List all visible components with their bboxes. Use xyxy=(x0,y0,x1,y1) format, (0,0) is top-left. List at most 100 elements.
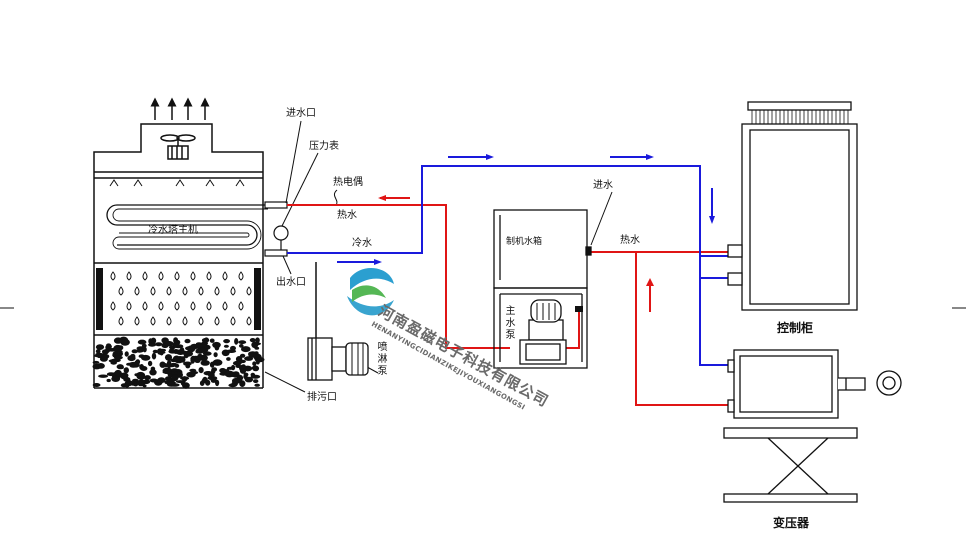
pebble xyxy=(95,349,101,354)
label-tower-main: 冷水塔主机 xyxy=(148,225,198,236)
label-control-cabinet: 控制柜 xyxy=(777,321,814,335)
pebble xyxy=(249,338,256,343)
droplet-icon xyxy=(134,316,140,326)
pebble xyxy=(111,375,121,382)
cooling-tower xyxy=(92,97,268,389)
droplet-icon xyxy=(150,286,156,296)
label-inlet: 进水口 xyxy=(286,108,316,119)
pebble xyxy=(202,337,210,343)
pebble xyxy=(157,377,166,384)
pebble xyxy=(223,339,231,344)
droplet-icon xyxy=(126,301,132,311)
pebble xyxy=(137,382,145,387)
label-water-tank: 制机水箱 xyxy=(506,237,543,247)
droplet-icon xyxy=(182,316,188,326)
droplet-icon xyxy=(206,271,212,281)
droplet-icon xyxy=(174,271,180,281)
droplet-icon xyxy=(230,316,236,326)
label-pressure-gauge: 压力表 xyxy=(309,141,339,152)
pebble xyxy=(106,372,116,377)
label-outlet: 出水口 xyxy=(276,277,306,288)
droplet-icon xyxy=(198,286,204,296)
pebble xyxy=(159,361,166,368)
pebble xyxy=(137,339,147,345)
droplet-icon xyxy=(182,286,188,296)
pebble xyxy=(255,337,260,344)
pebble xyxy=(184,338,191,344)
control-cabinet xyxy=(727,101,858,311)
main-pump xyxy=(519,299,567,365)
pebble xyxy=(219,368,227,373)
pebble xyxy=(124,351,129,357)
pebble xyxy=(252,361,257,367)
pebble xyxy=(215,379,220,387)
droplet-icon xyxy=(142,301,148,311)
pebble xyxy=(149,369,157,376)
cold-water-pipes xyxy=(287,156,730,366)
pebble xyxy=(92,363,102,370)
pebble xyxy=(198,347,209,353)
droplet-icon xyxy=(118,286,124,296)
pebble xyxy=(114,355,123,360)
water-tank xyxy=(493,209,592,369)
hot-water-pipes xyxy=(287,197,730,406)
pebble xyxy=(130,353,136,359)
droplet-icon xyxy=(166,286,172,296)
fan-icon xyxy=(160,134,196,160)
pebble xyxy=(169,348,175,353)
pebble xyxy=(196,344,201,349)
pebble xyxy=(205,379,211,386)
pebble xyxy=(239,353,246,358)
pebble xyxy=(190,356,195,364)
pebble xyxy=(113,337,123,344)
label-main-pump: 主水泵 xyxy=(503,305,514,341)
pebble xyxy=(238,340,247,345)
pebble xyxy=(198,367,204,374)
pebble xyxy=(248,352,257,358)
pebble xyxy=(190,371,199,375)
pebble xyxy=(96,353,102,359)
pebble xyxy=(108,359,118,363)
droplet-icon xyxy=(150,316,156,326)
pebble xyxy=(171,368,179,373)
droplet-icon xyxy=(230,286,236,296)
droplet-icon xyxy=(134,286,140,296)
droplet-icon xyxy=(198,316,204,326)
water-droplets xyxy=(110,271,252,326)
pebble xyxy=(213,352,218,358)
droplet-icon xyxy=(222,271,228,281)
droplet-icon xyxy=(190,271,196,281)
droplet-icon xyxy=(118,316,124,326)
pebble xyxy=(167,381,176,385)
label-water-in: 进水 xyxy=(593,180,613,191)
pebble xyxy=(196,356,205,360)
pebble xyxy=(239,359,246,364)
pebble xyxy=(232,360,242,366)
droplet-icon xyxy=(110,301,116,311)
pebble xyxy=(239,365,244,371)
pebble xyxy=(255,358,260,365)
pebble xyxy=(223,344,229,348)
pebble xyxy=(106,378,111,383)
pebble xyxy=(162,370,172,374)
pebble xyxy=(171,374,179,382)
droplet-icon xyxy=(142,271,148,281)
spray-nozzles xyxy=(109,179,245,187)
pebble xyxy=(231,377,241,384)
pebble xyxy=(212,359,223,366)
pebble xyxy=(226,357,231,361)
pebble xyxy=(187,345,196,353)
pebble xyxy=(226,349,237,354)
pebble xyxy=(167,362,172,369)
pebble xyxy=(208,372,215,378)
pebble xyxy=(164,354,173,361)
pebble xyxy=(234,338,239,345)
pebble xyxy=(169,362,178,367)
pebble xyxy=(254,383,260,387)
tower-fittings xyxy=(264,201,289,257)
droplet-icon xyxy=(158,301,164,311)
pebble xyxy=(150,337,157,344)
pebble xyxy=(239,380,246,387)
pebble xyxy=(173,355,181,363)
